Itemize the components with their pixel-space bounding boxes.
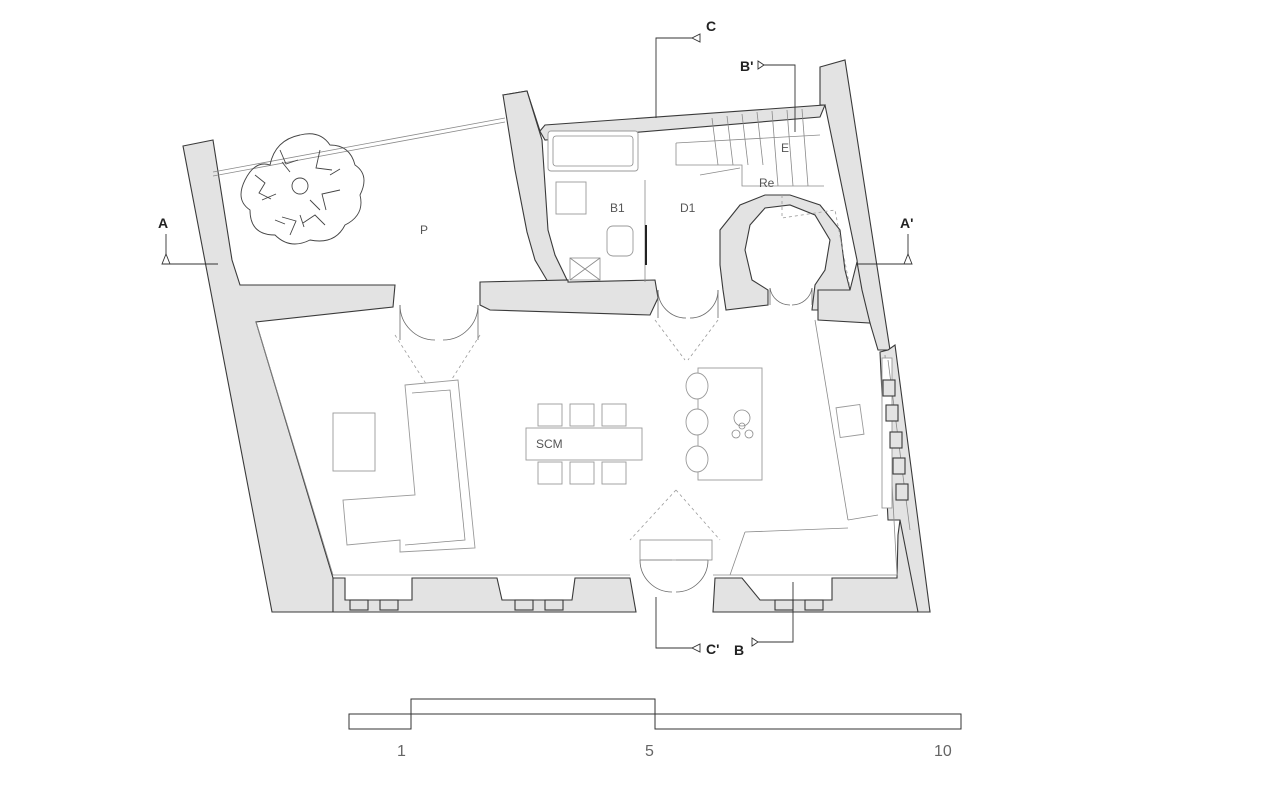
interior-lines [212,108,911,611]
sink [555,181,587,215]
wall-round [719,194,851,311]
room-label-stairs: E [781,141,789,155]
wall-right-inner [817,261,871,324]
scale-label-10: 10 [934,743,952,760]
wall-bottom [332,577,637,613]
room-label-bedroom: D1 [680,201,696,215]
section-label-c-prime: C' [706,641,719,657]
section-label-b-prime: B' [740,58,753,74]
section-label-b: B [734,642,744,658]
room-label-storage: Re [759,176,775,190]
room-label-bathroom: B1 [610,201,625,215]
section-label-a-prime: A' [900,215,913,231]
coffee-table [332,412,376,472]
doors [399,287,813,593]
room-label-patio: P [420,223,428,237]
room-labels: P B1 D1 E Re SCM [420,141,789,451]
kitchen-island [697,367,763,481]
section-label-a: A [158,215,168,231]
scale-bar: 1 5 10 [348,698,962,760]
wall-mid-left [479,279,659,316]
wall-left [182,139,396,613]
sink-kitchen [835,403,865,439]
right-windows [881,357,911,531]
room-label-living: SCM [536,437,563,451]
walls [182,59,931,613]
dining-table [525,427,643,461]
wall-bottom-right [712,517,931,613]
section-label-c: C [706,18,716,34]
furniture [332,367,763,553]
scale-label-5: 5 [645,743,654,760]
sofa [342,379,476,553]
toilet [606,225,634,257]
stairs [675,108,824,187]
section-markers: A A' C C' B' B [158,18,913,658]
tree-icon [240,133,365,245]
scale-label-1: 1 [397,743,406,760]
bathtub [547,130,639,172]
